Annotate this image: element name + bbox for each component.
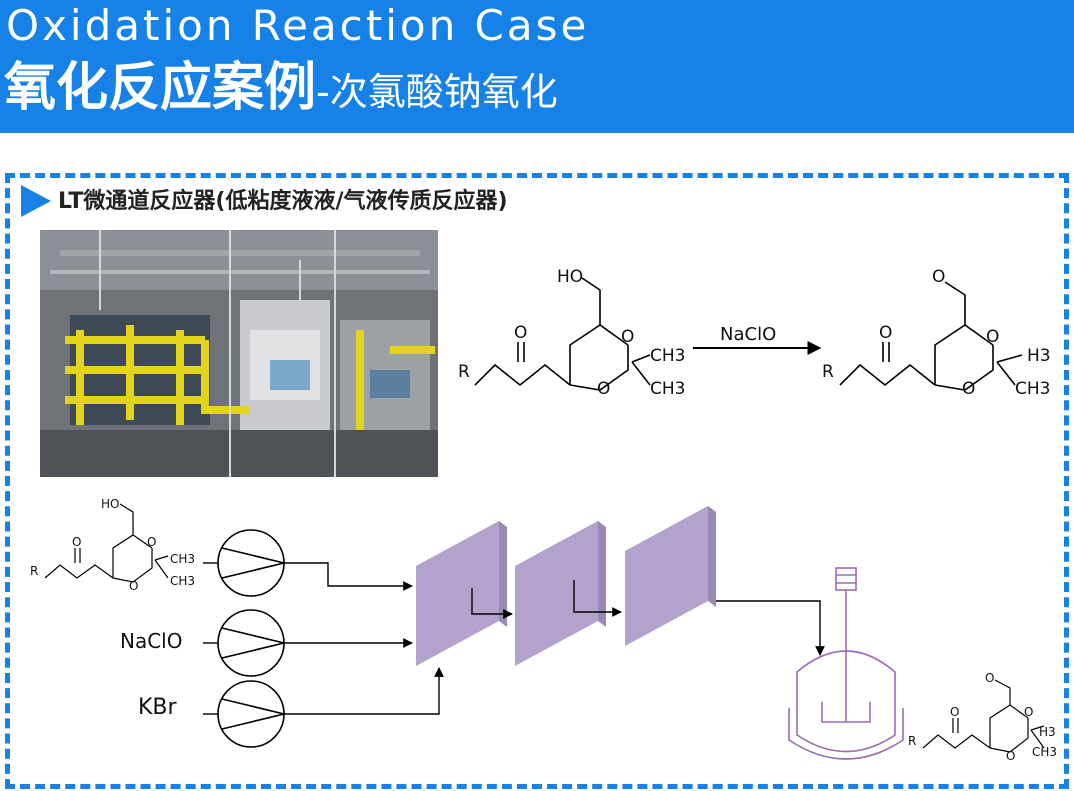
- reactor-plate: [416, 521, 507, 666]
- product-ring-o1-label: O: [986, 327, 999, 347]
- reactant-ch3a-label: CH3: [650, 346, 685, 366]
- product-structure: [839, 281, 994, 391]
- title-chinese-main: 氧化反应案例: [4, 58, 317, 118]
- pump-icon: [217, 529, 285, 597]
- product-r-label: R: [822, 362, 834, 382]
- reactor-plate: [515, 521, 606, 666]
- reactor-plate: [625, 506, 716, 646]
- feed-r-label: R: [30, 564, 38, 578]
- output-ketone-o-label: O: [950, 705, 959, 719]
- reagent-label: NaClO: [720, 324, 776, 345]
- product-ring-o2-label: O: [962, 379, 975, 399]
- reactant-ch3b-label: CH3: [650, 379, 685, 399]
- feed-label-kbr: KBr: [138, 695, 178, 720]
- title-chinese-sub: -次氯酸钠氧化: [316, 70, 558, 114]
- reactant-ring-o2-label: O: [597, 379, 610, 399]
- pump-icon: [217, 609, 285, 677]
- feed-label-naclo: NaClO: [120, 629, 182, 653]
- equipment-photo: [40, 230, 438, 477]
- output-ring-o2-label: O: [1006, 749, 1015, 763]
- product-ch3-label: CH3: [1015, 379, 1050, 399]
- feed-ch3b-label: CH3: [170, 574, 195, 588]
- feed-molecule-structure: [44, 503, 169, 583]
- stirred-tank-icon: [788, 567, 904, 760]
- output-h3-label: H3: [1039, 725, 1056, 739]
- product-aldehyde-o-label: O: [932, 267, 945, 287]
- reactant-ketone-o-label: O: [514, 323, 527, 343]
- pump-icon: [217, 680, 285, 748]
- reactant-r-label: R: [458, 362, 470, 382]
- output-molecule-structure: [922, 679, 1045, 753]
- title-english: Oxidation Reaction Case: [6, 1, 590, 50]
- feed-ho-label: HO: [101, 497, 119, 511]
- content-frame: [5, 173, 1069, 789]
- title-chinese: 氧化反应案例-次氯酸钠氧化: [4, 56, 558, 124]
- reactant-structure: [474, 277, 629, 391]
- product-h3-label: H3: [1027, 346, 1051, 366]
- section-title: LT微通道反应器(低粘度液液/气液传质反应器): [58, 189, 508, 214]
- reactant-ring-o1-label: O: [621, 327, 634, 347]
- feed-pipes: [284, 562, 444, 715]
- feed-ring-o1-label: O: [147, 535, 156, 549]
- triangle-right-icon: [21, 185, 51, 217]
- header-banner: Oxidation Reaction Case 氧化反应案例-次氯酸钠氧化: [0, 0, 1074, 133]
- feed-ring-o2-label: O: [129, 579, 138, 593]
- feed-ch3a-label: CH3: [170, 552, 195, 566]
- output-r-label: R: [908, 734, 916, 748]
- feed-ketone-o-label: O: [72, 535, 81, 549]
- product-ketone-o-label: O: [879, 323, 892, 343]
- reactant-ho-label: HO: [557, 267, 583, 287]
- output-ring-o1-label: O: [1024, 705, 1033, 719]
- output-aldehyde-o-label: O: [985, 671, 994, 685]
- output-ch3-label: CH3: [1032, 745, 1057, 759]
